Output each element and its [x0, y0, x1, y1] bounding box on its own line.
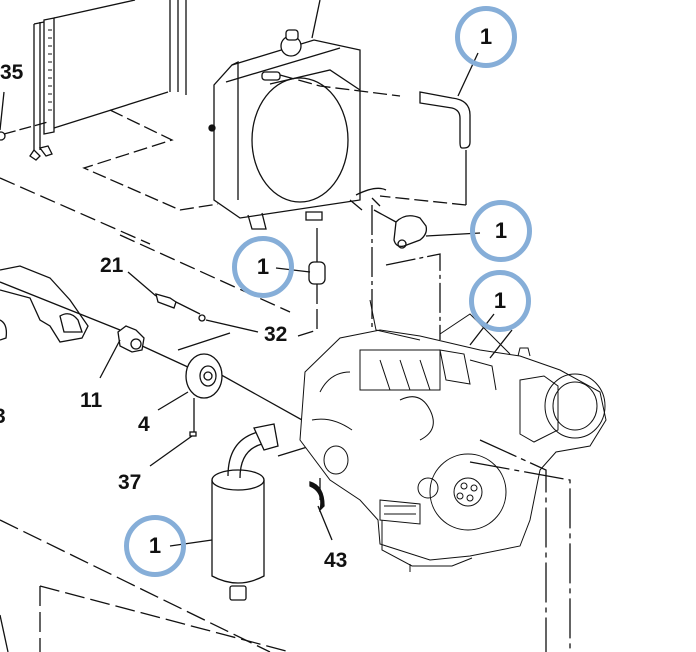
part-label-32: 32	[264, 323, 288, 346]
part-label-37: 37	[118, 471, 142, 494]
part-label-21: 21	[100, 254, 124, 277]
callout-number: 1	[494, 218, 508, 243]
part-label-43: 43	[324, 549, 348, 572]
mount-part-11	[117, 325, 145, 353]
flange-4	[185, 353, 223, 437]
oil-cooler	[29, 0, 187, 161]
callout-radiator-drain-fitting[interactable]: 1	[232, 236, 294, 298]
upper-hose	[279, 74, 471, 206]
callout-number: 1	[256, 254, 270, 279]
bolt-21	[127, 271, 177, 309]
callout-upper-radiator-hose[interactable]: 1	[455, 6, 517, 68]
seal-43	[309, 481, 333, 541]
radiator	[208, 0, 387, 230]
callout-thermostat-hose[interactable]: 1	[469, 270, 531, 332]
engine-block	[299, 299, 607, 572]
part-label-4: 4	[138, 413, 150, 436]
engine-mount-bracket	[0, 265, 89, 343]
callout-number: 1	[148, 533, 162, 558]
callout-lower-radiator-hose[interactable]: 1	[470, 200, 532, 262]
lower-hose	[371, 205, 441, 340]
part-label-35: 35	[0, 61, 24, 84]
callout-muffler[interactable]: 1	[124, 515, 186, 577]
drain-fitting	[297, 228, 326, 337]
part-label-11: 11	[80, 389, 103, 412]
callout-number: 1	[479, 24, 493, 49]
callout-number: 1	[493, 288, 507, 313]
part-label-3-partial: 3	[0, 406, 6, 427]
muffler	[211, 423, 331, 601]
